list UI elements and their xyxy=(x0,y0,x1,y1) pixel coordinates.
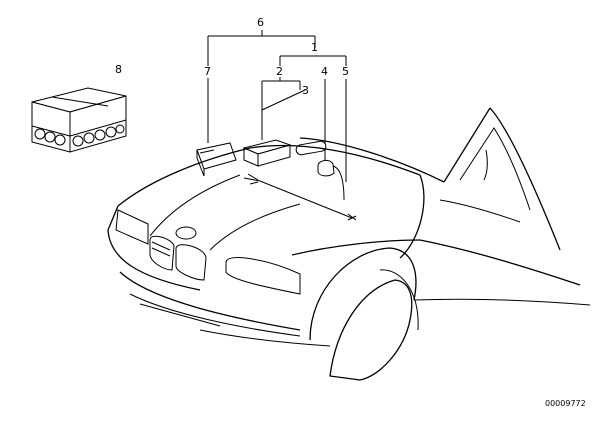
car-outline xyxy=(107,107,591,381)
part-7-control-unit xyxy=(196,142,237,177)
part-2-module xyxy=(242,139,292,167)
document-number: 00009772 xyxy=(545,399,586,408)
callout-5: 5 xyxy=(342,65,349,78)
callout-8: 8 xyxy=(115,63,122,76)
callout-7: 7 xyxy=(204,65,211,78)
part-3-sensor xyxy=(295,140,327,156)
part-wiring-harness xyxy=(243,173,357,221)
callout-leaders xyxy=(207,30,347,182)
callout-1: 1 xyxy=(311,41,318,54)
callout-2: 2 xyxy=(276,65,283,78)
callout-6: 6 xyxy=(257,16,264,29)
part-4-horn xyxy=(317,159,345,201)
part-8-box xyxy=(31,87,127,153)
callout-3: 3 xyxy=(302,84,309,97)
callout-4: 4 xyxy=(321,65,328,78)
